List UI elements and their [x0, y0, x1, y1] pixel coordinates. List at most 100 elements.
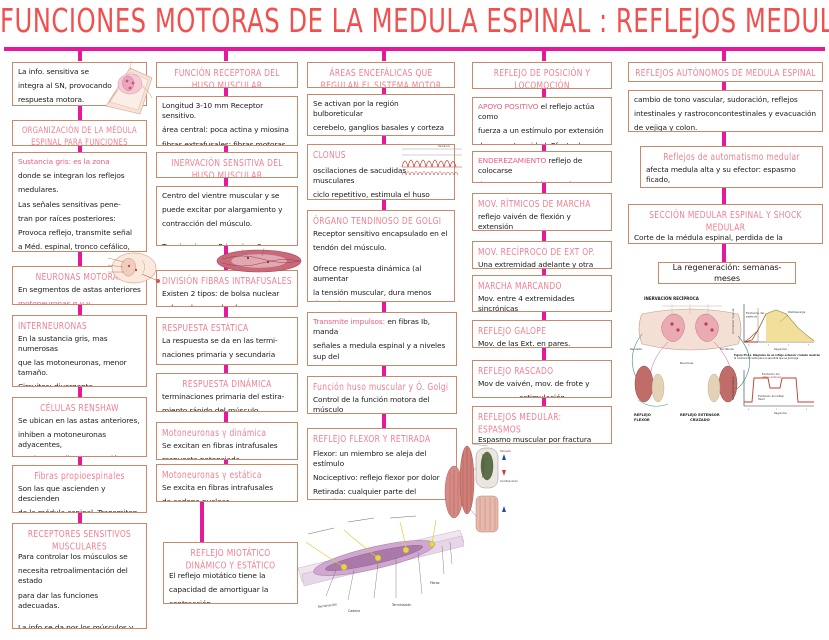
- connector-c5-3: [722, 188, 726, 204]
- spinal-cord-cross-section-figure: [100, 56, 158, 118]
- card-reflejo-rascado: REFLEJO RASCADO Mov de vaivén, mov. de f…: [472, 360, 612, 398]
- graph-xlabel: Segundos: [774, 347, 787, 351]
- card-header: MOV. RECÍPROCO DE EXT OP.: [478, 246, 595, 258]
- svg-text:0: 0: [748, 409, 750, 411]
- connector-c4-5: [542, 269, 546, 275]
- card-organo-golgi: ÓRGANO TENDINOSO DE GOLGI Receptor sensi…: [307, 210, 455, 302]
- card-huso-detalles: Longitud 3-10 mm Receptor sensitivo. áre…: [156, 96, 298, 146]
- card-sustancia-gris: Sustancia gris: es la zona donde se inte…: [12, 152, 147, 252]
- card-body: Control de la función motora del músculo…: [313, 394, 430, 414]
- clonus-label: Oscilación: [438, 145, 451, 148]
- card-header: MOV. RÍTMICOS DE MARCHA: [478, 198, 591, 210]
- card-header: RECEPTORES SENSITIVOS MUSCULARES: [27, 528, 132, 551]
- reflejo-flexor-label2: FLEXOR: [634, 418, 650, 422]
- card-header: RESPUESTA ESTÁTICA: [162, 322, 249, 334]
- graph-caption2: la contracción lenta para la sacudida qu…: [734, 357, 799, 360]
- card-body: Se activan por la región bulboreticular …: [313, 99, 444, 133]
- card-header: ÁREAS ENCEFÁLICAS QUE REGULAN EL SISTEMA…: [320, 67, 442, 88]
- card-reflejo-flexor-retirada: REFLEJO FLEXOR Y RETIRADA Flexor: un mie…: [307, 428, 457, 500]
- connector-c1-2: [78, 146, 82, 152]
- connector-c2-8: [224, 460, 228, 464]
- connector-c2-2: [224, 146, 228, 152]
- card-body: Mov de vaivén, mov. de frote y estimulac…: [478, 378, 590, 398]
- emph-enderezamiento: ENDEREZAMIENTO: [478, 156, 547, 165]
- card-areas-detalle: Se activan por la región bulboreticular …: [307, 94, 455, 136]
- graph-anno: flexor: [758, 397, 766, 401]
- graph-anno: Excitación del reflejo: [758, 394, 785, 398]
- card-body: Una extremidad adelante y otra post.: [478, 259, 594, 269]
- reciprocal-title-label: INERVACIÓN RECÍPROCA: [644, 296, 700, 301]
- reflex-arc-illustration: [459, 445, 475, 515]
- spinal-cord-neuron-diagram-figure: [104, 248, 164, 290]
- golgi-label: Tensión: [499, 449, 511, 453]
- card-body: ENDEREZAMIENTO reflejo de colocarse de m…: [478, 156, 583, 182]
- card-body: terminaciones primaria del estira- mient…: [162, 391, 285, 412]
- connector-c1-5: [78, 387, 82, 397]
- card-body: APOYO POSITIVO el reflejo actúa como fue…: [478, 102, 604, 144]
- svg-text:0: 0: [748, 345, 750, 347]
- card-header: REFLEJOS AUTÓNOMOS DE MEDULA ESPINAL: [635, 67, 816, 79]
- graph-anno: reflejo extensor: [762, 375, 783, 379]
- card-body: La info. sensitiva se integra al SN, pro…: [18, 67, 112, 105]
- card-header: ÓRGANO TENDINOSO DE GOLGI: [313, 215, 442, 227]
- card-body: reflejo vaivén de flexión y extensión tr…: [478, 211, 571, 231]
- card-body: oscilaciones de sacudidas musculares cic…: [313, 165, 430, 199]
- connector-c3-2: [382, 136, 386, 144]
- card-body: Receptor sensitivo encapsulado en el ten…: [313, 228, 448, 302]
- spindle-label: Terminación: [391, 603, 411, 607]
- card-body: La regeneración: semanas-meses: [672, 262, 782, 283]
- connector-c3-4: [382, 302, 386, 312]
- fig-anno: Excitación: [720, 347, 735, 351]
- spine-stem-col4: [542, 51, 546, 61]
- clonus-trace-figure: Oscilación: [398, 143, 466, 185]
- card-header: Fibras propioespinales: [34, 470, 125, 482]
- card-header: Función huso muscular y Ó. Golgi: [313, 381, 449, 393]
- spine-horizontal: [4, 47, 825, 51]
- emph-transmite: Transmite impulsos:: [313, 317, 386, 326]
- connector-c1-7: [78, 513, 82, 523]
- card-body: Sustancia gris: es la zona donde se inte…: [18, 157, 132, 252]
- muscle-spindle-illustration: [216, 247, 302, 273]
- connector-c4-6: [542, 312, 546, 320]
- card-body: Se excitan en fibras intrafusales respue…: [162, 440, 278, 460]
- card-interneuronas: INTERNEURONAS En la sustancia gris, mas …: [12, 315, 147, 387]
- card-body: Son las que ascienden y descienden de la…: [18, 483, 138, 513]
- card-centro-vientre-muscular: Centro del vientre muscular y se puede e…: [156, 186, 298, 246]
- card-regeneracion: La regeneración: semanas-meses: [658, 262, 796, 284]
- reciprocal-innervation-illustration: INERVACIÓN RECÍPROCA: [630, 296, 750, 422]
- svg-text:2: 2: [788, 345, 790, 347]
- card-header: MARCHA MARCANDO: [478, 280, 562, 292]
- card-body: El reflejo miotático tiene la capacidad …: [169, 571, 269, 604]
- card-seccion-medular-shock: SECCIÓN MEDULAR ESPINAL Y SHOCK MEDULAR …: [628, 204, 823, 244]
- card-body: Longitud 3-10 mm Receptor sensitivo. áre…: [162, 101, 289, 146]
- card-header: Motoneuronas γ dinámica: [162, 427, 267, 439]
- card-body: afecta medula alta y su efector: espasmo…: [646, 164, 796, 184]
- card-header: RESPUESTA DINÁMICA: [182, 378, 272, 390]
- graph-ylabel: Contracción muscular: [732, 308, 735, 334]
- card-header: DIVISIÓN FIBRAS INTRAFUSALES: [162, 275, 292, 287]
- card-header: REFLEJO RASCADO: [478, 365, 554, 377]
- connector-c3-6: [382, 414, 386, 428]
- card-mov-ritmicos-marcha: MOV. RÍTMICOS DE MARCHA reflejo vaivén d…: [472, 193, 612, 231]
- card-header: SECCIÓN MEDULAR ESPINAL Y SHOCK MEDULAR: [649, 209, 802, 232]
- card-body: Existen 2 tipos: de bolsa nuclear y de c…: [162, 288, 280, 307]
- spine-stem-col2: [224, 51, 228, 61]
- card-header: Motoneuronas γ estática: [162, 469, 262, 481]
- card-transmite-impulsos: Transmite impulsos: en fibras Ib, manda …: [307, 312, 457, 366]
- card-body: Mov. entre 4 extremidades sincrónicas Di…: [478, 293, 575, 312]
- card-mov-reciproco-ext: MOV. RECÍPROCO DE EXT OP. Una extremidad…: [472, 241, 612, 269]
- card-body: Flexor: un miembro se aleja del estímulo…: [313, 448, 440, 500]
- spine-stem-col3: [382, 51, 386, 61]
- golgi-organ-illustration: Tensión Contracción: [444, 443, 518, 533]
- card-inervacion-sensitiva-huso: INERVACIÓN SENSITIVA DEL HUSO MUSCULAR: [156, 152, 298, 178]
- card-body: En la sustancia gris, mas numerosas que …: [18, 333, 127, 387]
- connector-c5-1: [722, 82, 726, 90]
- spine-stem-col1: [78, 51, 82, 61]
- card-body: Para controlar los músculos se necesita …: [18, 552, 134, 629]
- card-body: Espasmo muscular por fractura ósea, cala…: [478, 435, 592, 444]
- card-body: Mov. de las Ext. en pares.: [478, 338, 571, 348]
- clonus-trace-illustration: Oscilación: [401, 145, 462, 176]
- graph-anno: Excitación del: [746, 311, 764, 315]
- spindle-label: Fibras: [430, 581, 440, 585]
- connector-c1-4: [78, 305, 82, 315]
